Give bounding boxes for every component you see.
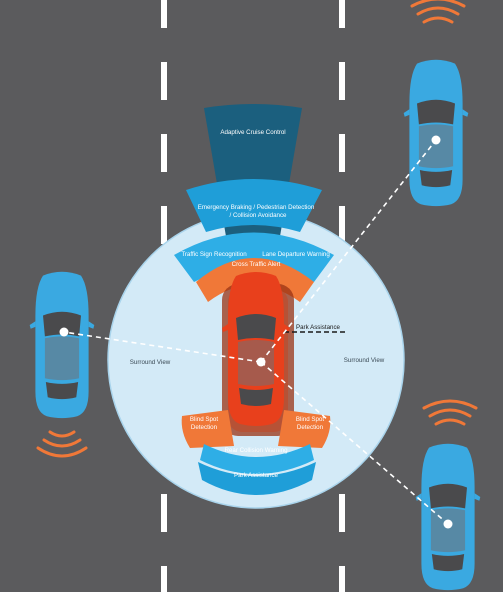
connection-dots [59,135,453,529]
emergency-braking-zone [186,179,322,232]
signal-arcs-left [36,430,88,458]
blind-spot-left-zone [181,410,234,448]
blind-spot-right-zone [278,410,331,448]
car-bottom-right [415,443,481,591]
label-emergency-braking-2: / Collision Avoidance [230,212,288,219]
car-left [29,271,95,419]
label-blind-spot-right-1: Blind Spot [296,416,324,423]
label-park-assist-side: Park Assistance [296,324,341,331]
park-assist-rear-zone [198,462,316,495]
label-traffic-sign: Traffic Sign Recognition [181,251,247,258]
signal-arcs-top-right [410,0,466,24]
label-surround-right: Surround View [344,357,385,364]
label-blind-spot-right-2: Detection [297,424,324,431]
label-blind-spot-left-2: Detection [191,424,218,431]
rear-collision-zone [200,444,314,474]
signal-arcs-bottom-right [422,399,478,426]
label-emergency-braking-1: Emergency Braking / Pedestrian Detection [198,204,315,211]
ego-car [222,272,290,426]
label-cross-traffic: Cross Traffic Alert [232,261,281,268]
label-lane-departure: Lane Departure Warning [262,251,330,258]
label-blind-spot-left-1: Blind Spot [190,416,218,423]
label-rear-collision: Rear Collision Warning [224,447,288,454]
connection-lines [63,139,449,525]
label-park-assist-rear: Park Assistance [234,472,279,479]
car-top-right [403,59,469,207]
label-adaptive-cruise: Adaptive Cruise Control [220,129,285,136]
label-surround-left: Surround View [130,359,171,366]
